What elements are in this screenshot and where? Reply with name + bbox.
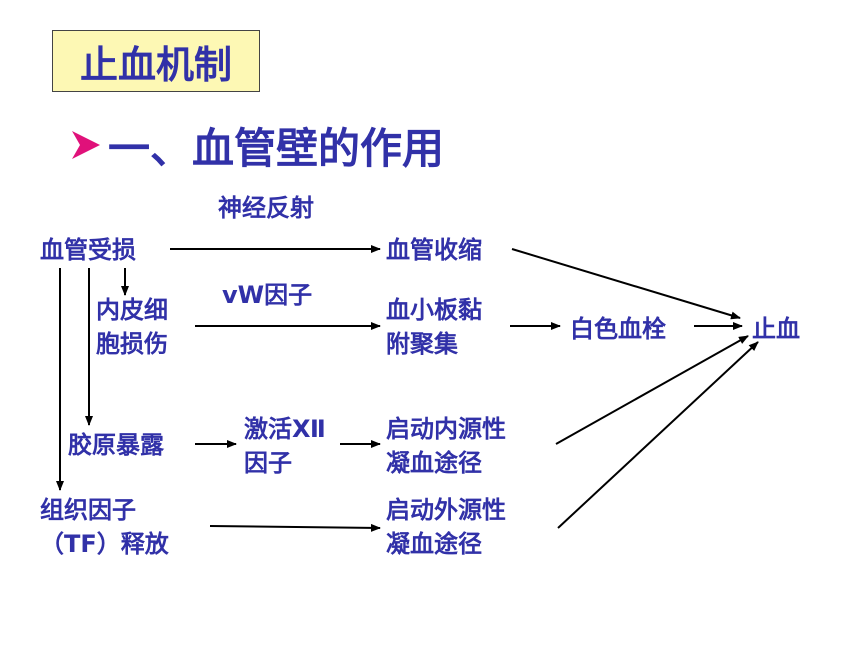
vw-factor-label: vW因子 [222, 281, 313, 309]
intrinsic-pathway-line2: 凝血途径 [386, 449, 482, 477]
extrinsic-pathway-line2: 凝血途径 [386, 530, 482, 558]
title-box: 止血机制 [52, 30, 260, 92]
slide-title: 止血机制 [79, 42, 232, 87]
arrow-extrinsic-to-hemostasis [557, 341, 759, 529]
platelet-adhesion-line1: 血小板黏 [386, 296, 482, 324]
extrinsic-pathway-line1: 启动外源性 [386, 496, 506, 524]
tissue-factor-line1: 组织因子 [40, 496, 136, 524]
collagen-exposure-node: 胶原暴露 [68, 431, 164, 459]
neural-reflex-label: 神经反射 [218, 194, 314, 222]
endothelial-damage-line2: 胞损伤 [96, 330, 168, 358]
activate-xii-line2: 因子 [244, 449, 292, 477]
tissue-factor-line2: （TF）释放 [40, 530, 169, 558]
endothelial-damage-line1: 内皮细 [96, 296, 168, 324]
arrow-vasoconstriction-to-hemostasis [511, 248, 741, 320]
activate-xii-line1: 激活Ⅻ [244, 415, 326, 443]
white-thrombus-node: 白色血栓 [570, 315, 666, 343]
section-heading: 一、血管壁的作用 [68, 115, 444, 175]
vessel-injury-node: 血管受损 [40, 236, 136, 264]
arrow-tissue-factor-to-extrinsic [209, 523, 381, 532]
arrow-bullet-icon [72, 131, 100, 159]
arrow-intrinsic-to-hemostasis [555, 335, 749, 445]
heading-text: 一、血管壁的作用 [108, 123, 445, 173]
hemostasis-node: 止血 [752, 315, 800, 343]
platelet-adhesion-line2: 附聚集 [386, 330, 458, 358]
vasoconstriction-node: 血管收缩 [386, 236, 482, 264]
intrinsic-pathway-line1: 启动内源性 [386, 415, 506, 443]
